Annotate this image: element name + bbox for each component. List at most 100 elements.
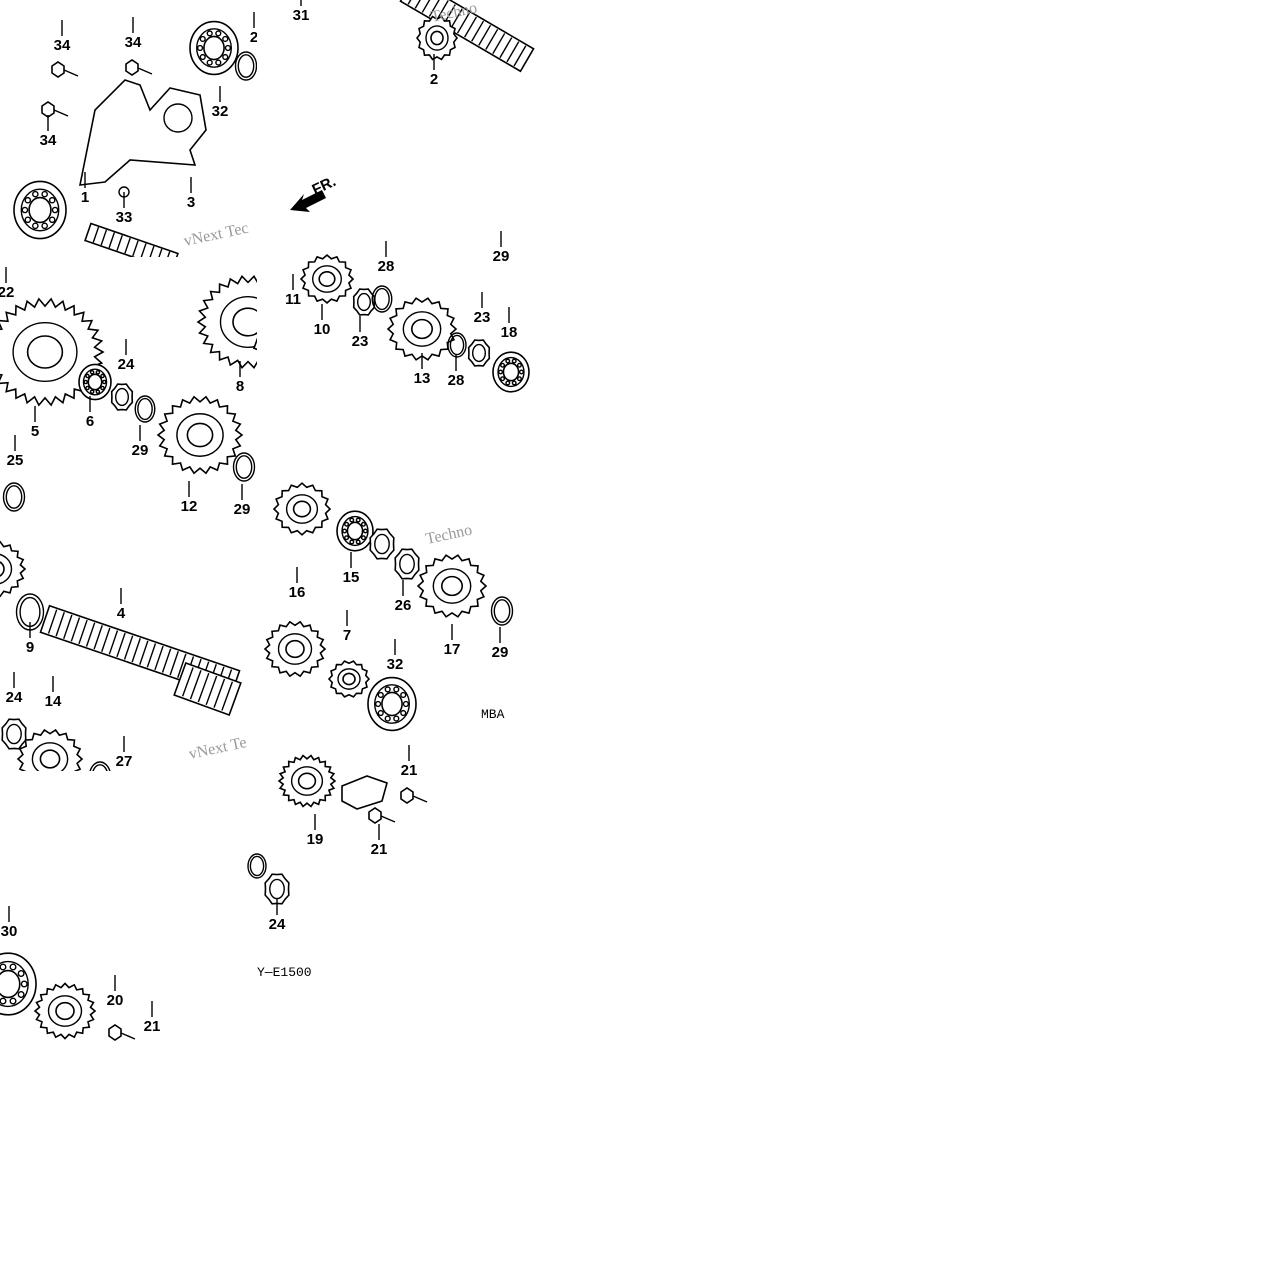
callout-2: 2 bbox=[430, 71, 438, 88]
washer-23b bbox=[467, 339, 491, 367]
bolt-21 bbox=[108, 1024, 136, 1041]
bearing-15 bbox=[336, 510, 374, 552]
callout-32: 32 bbox=[212, 103, 229, 120]
watermark: vNext Tec bbox=[182, 220, 250, 250]
callout-24: 24 bbox=[269, 916, 286, 933]
bearing-18 bbox=[492, 351, 530, 393]
callout-13: 13 bbox=[414, 370, 431, 387]
bolt-34b bbox=[125, 59, 153, 76]
parts-art bbox=[299, 254, 530, 393]
gear-edge bbox=[0, 540, 27, 598]
callout-31: 31 bbox=[293, 7, 310, 24]
callout-34: 34 bbox=[125, 34, 142, 51]
washer-top bbox=[369, 528, 395, 560]
callout-29: 29 bbox=[234, 501, 251, 518]
washer-23 bbox=[352, 288, 376, 316]
callout-2: 2 bbox=[250, 29, 258, 46]
callout-32: 32 bbox=[387, 656, 404, 673]
shaft-4-end bbox=[173, 661, 242, 717]
sprocket bbox=[33, 982, 97, 1040]
callout-7: 7 bbox=[343, 627, 351, 644]
circlip-29 bbox=[134, 395, 156, 423]
parts-art: FR. bbox=[290, 0, 535, 212]
callout-34: 34 bbox=[54, 37, 71, 54]
tile-drawing: 30 20 21 bbox=[0, 906, 160, 1041]
ring-25 bbox=[2, 482, 26, 512]
callout-25: 25 bbox=[7, 452, 24, 469]
ring-edge bbox=[247, 853, 267, 879]
gear-17 bbox=[416, 554, 488, 618]
plate-hole bbox=[163, 103, 193, 133]
diagram-code: MBA bbox=[481, 707, 505, 722]
callout-28: 28 bbox=[378, 258, 395, 275]
watermark: Techno bbox=[424, 522, 473, 548]
callout-21: 21 bbox=[401, 762, 418, 779]
callout-11: 11 bbox=[285, 291, 301, 308]
callout-3: 3 bbox=[187, 194, 195, 211]
bolt-34a bbox=[51, 61, 79, 78]
callout-24: 24 bbox=[6, 689, 23, 706]
parts-art bbox=[263, 482, 514, 732]
callout-21: 21 bbox=[144, 1018, 161, 1035]
callout-6: 6 bbox=[86, 413, 94, 430]
callout-29: 29 bbox=[492, 644, 509, 661]
bearing-32 bbox=[367, 676, 417, 732]
bolt-34c bbox=[41, 101, 69, 118]
bearing-6 bbox=[78, 363, 112, 401]
ring-2 bbox=[234, 51, 258, 81]
washer-24 bbox=[264, 873, 290, 905]
callout-12: 12 bbox=[181, 498, 198, 515]
callout-14: 14 bbox=[45, 693, 62, 710]
callout-5: 5 bbox=[31, 423, 39, 440]
washer-26 bbox=[394, 548, 420, 580]
bracket-plate bbox=[78, 79, 207, 186]
callout-26: 26 bbox=[395, 597, 412, 614]
callout-30: 30 bbox=[1, 923, 18, 940]
callout-21: 21 bbox=[371, 841, 388, 858]
watermark: vNext Te bbox=[187, 734, 248, 763]
front-arrow-icon bbox=[290, 190, 326, 212]
circlip-29b bbox=[232, 452, 256, 482]
callout-28: 28 bbox=[448, 372, 465, 389]
parts-art bbox=[0, 952, 136, 1041]
bolt-21a bbox=[400, 787, 428, 804]
circlip-28 bbox=[371, 285, 393, 313]
gear-10 bbox=[299, 254, 355, 304]
callout-15: 15 bbox=[343, 569, 360, 586]
washer-24 bbox=[1, 718, 27, 750]
callout-27: 27 bbox=[116, 753, 133, 770]
callout-1: 1 bbox=[81, 189, 89, 206]
diagram-tile-t7: 30 20 21 bbox=[0, 771, 257, 1041]
callout-29: 29 bbox=[132, 442, 149, 459]
gear-top bbox=[272, 482, 332, 536]
callout-29: 29 bbox=[493, 248, 510, 265]
gear-12 bbox=[156, 395, 244, 475]
circlip-28b bbox=[447, 332, 467, 358]
front-direction-label: FR. bbox=[310, 173, 339, 199]
callout-20: 20 bbox=[107, 992, 124, 1009]
bolt-21b bbox=[368, 807, 396, 824]
diagram-code: Y—E1500 bbox=[257, 965, 312, 980]
gear-2-integral bbox=[415, 15, 459, 61]
callout-23: 23 bbox=[474, 309, 491, 326]
washer-24 bbox=[110, 383, 134, 411]
callout-16: 16 bbox=[289, 584, 306, 601]
callout-19: 19 bbox=[307, 831, 324, 848]
callout-18: 18 bbox=[501, 324, 518, 341]
callout-17: 17 bbox=[444, 641, 461, 658]
callout-10: 10 bbox=[314, 321, 331, 338]
